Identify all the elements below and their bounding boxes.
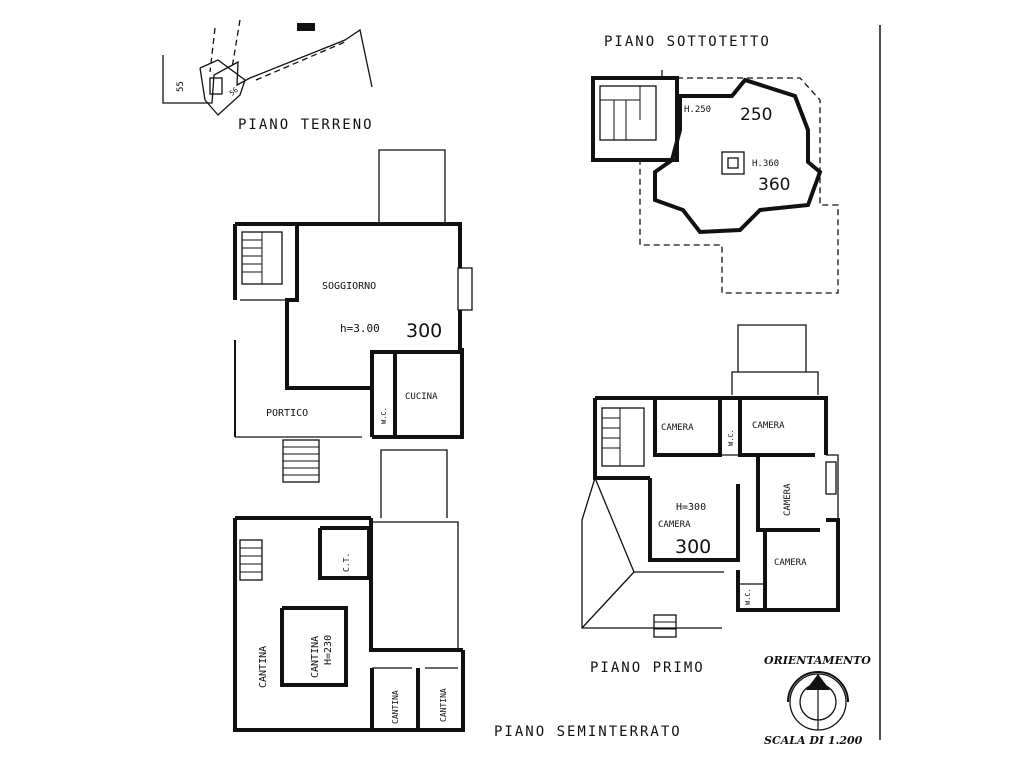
building-number: 56 xyxy=(228,86,240,98)
plan-piano-primo: CAMERA W.C. CAMERA CAMERA H=300 CAMERA 3… xyxy=(581,324,840,638)
height-note-primo: H=300 xyxy=(676,502,706,513)
height-value-terreno: 300 xyxy=(406,320,442,342)
height-label-2: H.360 xyxy=(752,159,779,169)
title-piano-terreno: PIANO TERRENO xyxy=(238,117,374,133)
room-portico: PORTICO xyxy=(266,408,308,419)
room-camera-3: CAMERA xyxy=(783,483,793,516)
scale-label: SCALA DI 1.200 xyxy=(764,734,863,747)
room-camera-1: CAMERA xyxy=(661,423,694,433)
north-arrow-icon xyxy=(787,671,849,731)
room-wc-terreno: W.C. xyxy=(380,407,388,424)
parcel-number: 55 xyxy=(176,81,186,92)
site-plan: 55 56 xyxy=(162,19,373,116)
height-label-1: H.250 xyxy=(684,105,711,115)
orientation-label: ORIENTAMENTO xyxy=(764,654,871,667)
plan-piano-seminterrato: C.T. CANTINA CANTINA H=230 CANTINA CANTI… xyxy=(233,449,465,732)
height-value-2: 360 xyxy=(758,175,790,195)
room-soggiorno: SOGGIORNO xyxy=(322,281,376,292)
plan-piano-terreno: SOGGIORNO h=3.00 300 PORTICO CUCINA W.C. xyxy=(233,149,473,483)
room-camera-5: CAMERA xyxy=(774,558,807,568)
height-value-primo: 300 xyxy=(675,536,711,558)
room-camera-2: CAMERA xyxy=(752,421,785,431)
room-cantina-2: CANTINA xyxy=(310,636,321,678)
title-piano-seminterrato: PIANO SEMINTERRATO xyxy=(494,724,682,740)
room-cantina-1: CANTINA xyxy=(258,646,269,688)
plan-piano-sottotetto: H.250 250 H.360 360 xyxy=(591,70,839,294)
height-value-1: 250 xyxy=(740,105,772,125)
room-cantina-4: CANTINA xyxy=(439,688,448,722)
room-wc-primo-1: W.C. xyxy=(727,429,735,446)
room-camera-4: CAMERA xyxy=(658,520,691,530)
title-piano-sottotetto: PIANO SOTTOTETTO xyxy=(604,34,771,50)
height-note-terreno: h=3.00 xyxy=(340,322,380,335)
room-cucina: CUCINA xyxy=(405,392,438,402)
room-wc-primo-2: W.C. xyxy=(744,588,752,605)
room-cantina-3: CANTINA xyxy=(391,690,400,724)
room-ct: C.T. xyxy=(342,553,351,572)
height-cantina-2: H=230 xyxy=(323,635,334,665)
title-piano-primo: PIANO PRIMO xyxy=(590,660,705,676)
